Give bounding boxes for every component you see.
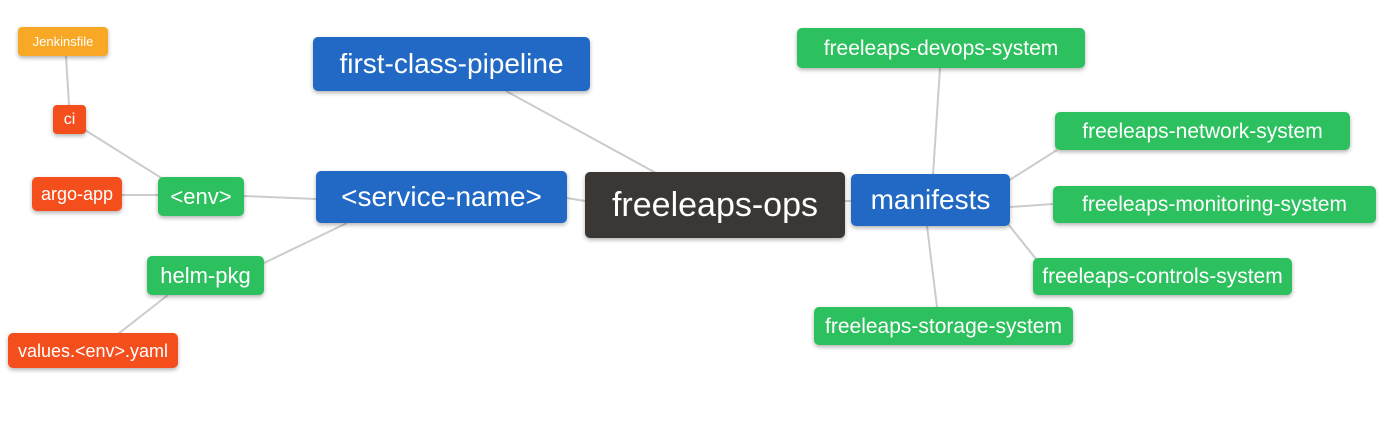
edge-manifests-network-system <box>1007 149 1058 182</box>
edge-helm-pkg-values <box>117 294 169 335</box>
node-service-name[interactable]: <service-name> <box>316 171 567 223</box>
node-helm-pkg-label: helm-pkg <box>160 262 251 288</box>
node-freeleaps-ops-label: freeleaps-ops <box>611 186 818 224</box>
node-manifests-label: manifests <box>870 184 991 215</box>
node-jenkinsfile[interactable]: Jenkinsfile <box>18 27 108 56</box>
edge-service-name-helm-pkg <box>263 222 348 264</box>
node-env[interactable]: <env> <box>158 177 244 216</box>
edge-ci-env <box>84 129 164 180</box>
node-ci-label: ci <box>63 110 76 128</box>
node-freeleaps-network-system[interactable]: freeleaps-network-system <box>1055 112 1350 150</box>
edge-manifests-monitoring-system <box>1009 203 1054 208</box>
node-freeleaps-storage-system-label: freeleaps-storage-system <box>825 314 1062 338</box>
node-ci[interactable]: ci <box>53 105 86 134</box>
node-freeleaps-network-system-label: freeleaps-network-system <box>1082 119 1323 143</box>
edge-jenkinsfile-ci <box>65 55 70 106</box>
node-argo-app-label: argo-app <box>40 184 114 204</box>
edge-manifests-storage-system <box>926 225 938 308</box>
node-helm-pkg[interactable]: helm-pkg <box>147 256 264 295</box>
node-first-class-pipeline-label: first-class-pipeline <box>339 48 564 79</box>
node-jenkinsfile-label: Jenkinsfile <box>32 34 94 49</box>
node-values-env-yaml-label: values.<env>.yaml <box>17 340 169 361</box>
node-freeleaps-storage-system[interactable]: freeleaps-storage-system <box>814 307 1073 345</box>
node-manifests[interactable]: manifests <box>851 174 1010 226</box>
node-env-label: <env> <box>170 183 232 209</box>
edge-pipeline-root <box>505 90 657 174</box>
node-service-name-label: <service-name> <box>341 181 542 212</box>
node-first-class-pipeline[interactable]: first-class-pipeline <box>313 37 590 91</box>
node-freeleaps-devops-system-label: freeleaps-devops-system <box>823 36 1059 60</box>
edge-manifests-devops-system <box>932 67 941 176</box>
node-freeleaps-controls-system-label: freeleaps-controls-system <box>1042 265 1283 288</box>
edge-manifests-controls-system <box>1007 223 1037 260</box>
node-values-env-yaml[interactable]: values.<env>.yaml <box>8 333 178 368</box>
node-freeleaps-monitoring-system-label: freeleaps-monitoring-system <box>1082 193 1347 216</box>
node-freeleaps-controls-system[interactable]: freeleaps-controls-system <box>1033 258 1292 295</box>
node-freeleaps-devops-system[interactable]: freeleaps-devops-system <box>797 28 1085 68</box>
node-argo-app[interactable]: argo-app <box>32 177 122 211</box>
node-freeleaps-monitoring-system[interactable]: freeleaps-monitoring-system <box>1053 186 1376 223</box>
node-freeleaps-ops[interactable]: freeleaps-ops <box>585 172 845 238</box>
edge-service-name-root <box>566 197 586 202</box>
edge-env-service-name <box>243 195 317 200</box>
